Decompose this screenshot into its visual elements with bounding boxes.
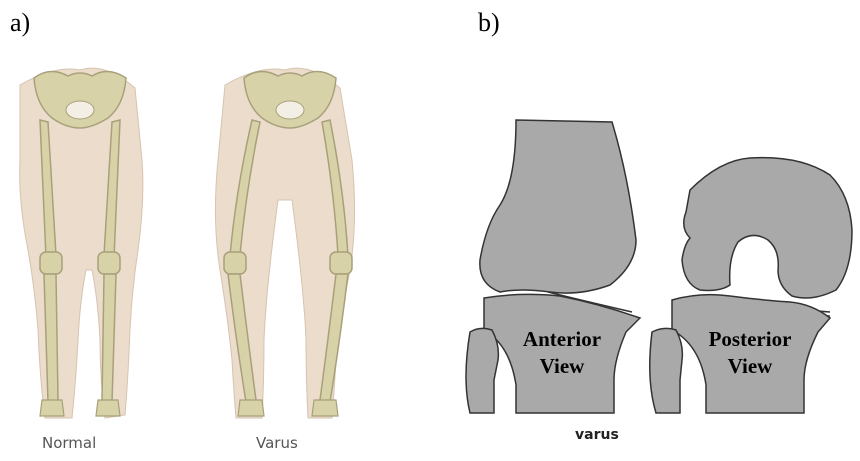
normal-left-knee bbox=[40, 252, 62, 274]
varus-figure-caption: Varus bbox=[256, 434, 298, 452]
varus-right-knee bbox=[330, 252, 352, 274]
anterior-view-label-line2: View bbox=[540, 354, 586, 378]
normal-left-foot bbox=[40, 400, 64, 416]
normal-leg-figure bbox=[20, 68, 143, 418]
anterior-fibula bbox=[466, 328, 498, 413]
varus-left-foot bbox=[238, 400, 264, 416]
posterior-view-label-line1: Posterior bbox=[709, 327, 792, 351]
anterior-femur bbox=[480, 120, 636, 293]
varus-knee-caption: varus bbox=[575, 427, 619, 443]
normal-caption: Normal bbox=[42, 434, 96, 452]
normal-right-foot bbox=[96, 400, 120, 416]
posterior-femur bbox=[682, 158, 852, 298]
varus-leg-figure bbox=[215, 68, 354, 418]
posterior-fibula bbox=[650, 328, 683, 413]
normal-right-knee bbox=[98, 252, 120, 274]
posterior-knee-diagram: Posterior View bbox=[650, 158, 852, 413]
anterior-view-label-line1: Anterior bbox=[523, 327, 601, 351]
anterior-knee-diagram: Anterior View bbox=[466, 120, 640, 413]
posterior-view-label-line2: View bbox=[728, 354, 774, 378]
varus-right-foot bbox=[312, 400, 338, 416]
varus-pelvis-opening bbox=[276, 101, 304, 119]
varus-left-knee bbox=[224, 252, 246, 274]
normal-pelvis-opening bbox=[66, 101, 94, 119]
